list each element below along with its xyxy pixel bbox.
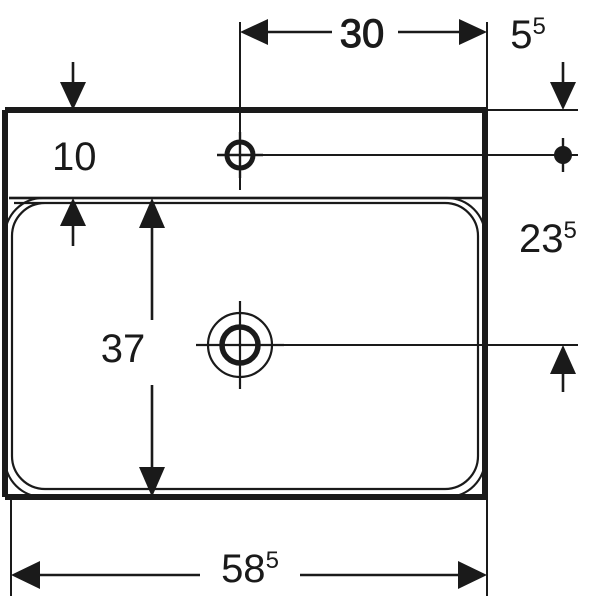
dimension-10-label: 10 — [52, 135, 97, 179]
dimension-58-5-superscript: 5 — [266, 547, 279, 574]
dimension-37-label: 37 — [101, 327, 146, 371]
dimension-10: 10 — [52, 62, 97, 246]
basin-inner-bowl-inner-line — [10, 201, 480, 491]
basin-inner-bowl-outer-line — [3, 196, 487, 499]
dimension-37: 37 — [101, 198, 165, 497]
dimension-30: 30 — [240, 12, 487, 57]
dimension-23-5-superscript: 5 — [564, 217, 577, 244]
dimension-37-arrow-up — [139, 198, 165, 228]
dimension-30-arrow-left — [240, 19, 268, 45]
dimension-5-5-superscript: 5 — [532, 13, 545, 40]
dimension-37-arrow-down — [139, 467, 165, 497]
dimension-58-5-value: 58 — [221, 547, 266, 591]
dimension-5-5: 55 — [510, 13, 576, 110]
tap-hole — [217, 132, 263, 178]
dimension-23-5: 235 — [519, 217, 577, 392]
drain-center-point — [238, 343, 242, 347]
dimension-30-arrow-right — [459, 19, 487, 45]
dimension-5-5-label: 55 — [510, 13, 546, 57]
dimension-5-5-value: 5 — [510, 13, 532, 57]
dimension-5-5-arrow-down — [550, 82, 576, 110]
basin-inner-bowl — [3, 196, 487, 500]
drain-hole — [196, 301, 284, 389]
dimension-30-label: 30 — [340, 12, 385, 56]
dimension-23-5-label: 235 — [519, 217, 577, 261]
dimension-58-5-arrow-right — [458, 561, 487, 589]
dimension-30-value: 30 — [340, 12, 385, 56]
dimension-58-5: 585 — [11, 547, 487, 591]
dimension-23-5-arrow-up — [550, 345, 576, 374]
dimension-10-value: 10 — [52, 135, 97, 179]
dimension-58-5-label: 585 — [221, 547, 279, 591]
dimension-10-arrow-down — [60, 82, 86, 110]
reference-dot — [554, 138, 572, 172]
dimension-10-arrow-up — [60, 198, 86, 226]
dimension-37-value: 37 — [101, 327, 146, 371]
dimension-23-5-value: 23 — [519, 217, 564, 261]
dimension-58-5-arrow-left — [11, 561, 40, 589]
